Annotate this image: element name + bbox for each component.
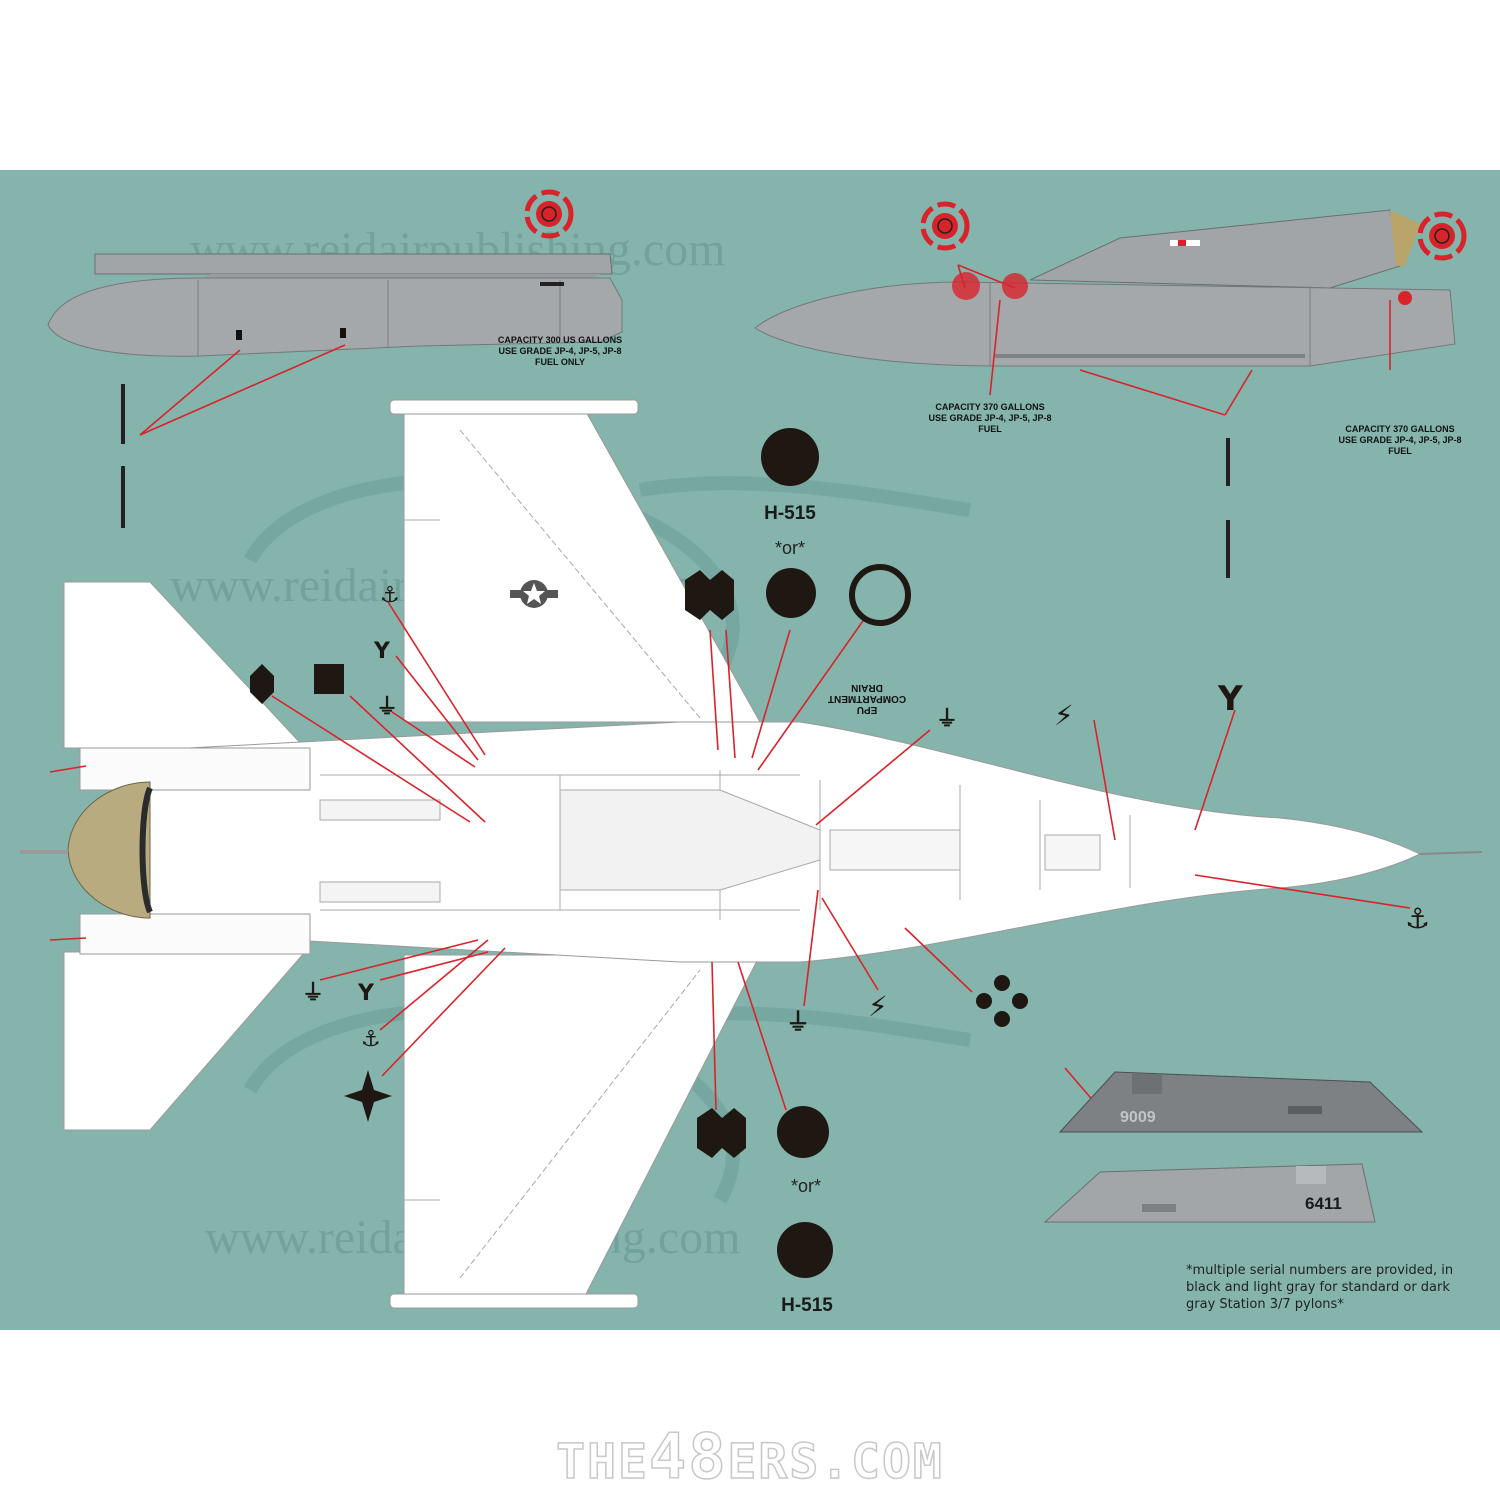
right-fuel-tank [754, 201, 1467, 367]
svg-text:⏚: ⏚ [936, 707, 958, 732]
serial-h515-top: H-515 [764, 503, 816, 524]
serial-number-note: *multiple serial numbers are provided, i… [1186, 1263, 1454, 1312]
svg-text:⏚: ⏚ [376, 695, 398, 720]
decal-small-symbols: ⚓ Y ⏚ ⏚ Y ⚓ ⏚ ⚡ Y ⚓ ⏚ ⚡ [302, 583, 1430, 1052]
left-fuel-tank [47, 189, 623, 357]
exhaust-nozzle [20, 781, 153, 919]
svg-text:⚓: ⚓ [361, 1027, 381, 1052]
pitot-probe [1419, 851, 1483, 855]
footer-suffix: ERS.COM [727, 1433, 944, 1491]
roundel-left-tank [524, 189, 574, 239]
pylon-light-gray [1043, 1163, 1376, 1223]
left-tank-capacity-stencil: CAPACITY 300 US GALLONS USE GRADE JP-4, … [490, 335, 630, 368]
pylon-serial-6411: 6411 [1305, 1194, 1342, 1213]
svg-text:⚡: ⚡ [868, 990, 888, 1023]
serial-h515-bottom: H-515 [781, 1295, 833, 1316]
svg-text:⚓: ⚓ [1405, 902, 1430, 935]
svg-text:Y: Y [357, 981, 375, 1006]
pylon-dark-gray [1058, 1071, 1424, 1133]
star-insignia-icon [510, 580, 558, 608]
epu-line-3: DRAIN [851, 682, 883, 693]
leader-lines [49, 264, 1411, 1133]
footer-number: 48 [648, 1419, 728, 1494]
decal-hollow-ring [849, 564, 911, 626]
pylon-serial-6006: 6006 [1120, 1107, 1156, 1124]
roundel-right-tank-a [920, 201, 970, 251]
capacity-line-1: CAPACITY 300 US GALLONS [497, 335, 623, 345]
right-tank-capacity-stencil-a: CAPACITY 370 GALLONS USE GRADE JP-4, JP-… [915, 402, 1065, 435]
decal-artwork: ⚓ Y ⏚ ⏚ Y ⚓ ⏚ ⚡ Y ⚓ ⏚ ⚡ [20, 189, 1483, 1309]
svg-text:⏚: ⏚ [786, 1008, 810, 1036]
aircraft-panel-lines [319, 429, 1131, 1279]
decal-black-shapes [250, 570, 746, 1158]
capacity-line-1: CAPACITY 370 GALLONS [1345, 424, 1455, 434]
roundel-right-tank-b [1417, 211, 1467, 261]
capacity-line-2: USE GRADE JP-4, JP-5, JP-8 [498, 346, 622, 356]
capacity-line-3: FUEL ONLY [534, 357, 585, 367]
svg-text:Y: Y [1217, 679, 1243, 719]
capacity-line-1: CAPACITY 370 GALLONS [935, 402, 1045, 412]
svg-text:⚡: ⚡ [1054, 699, 1074, 732]
tank-stencil-bars [121, 384, 1230, 578]
svg-text:⚓: ⚓ [380, 583, 400, 608]
or-separator-top: *or* [774, 538, 805, 558]
decal-sheet: www.reidairpublishing.com www.reidairpub… [0, 170, 1500, 1330]
or-separator-bottom: *or* [790, 1176, 821, 1196]
epu-line-1: EPU [856, 704, 878, 715]
svg-text:⏚: ⏚ [302, 981, 324, 1006]
capacity-line-2: USE GRADE JP-4, JP-5, JP-8 [1338, 435, 1462, 445]
capacity-line-3: FUEL [978, 424, 1002, 434]
svg-text:Y: Y [373, 639, 391, 664]
decal-black-circles [761, 428, 1028, 1278]
capacity-line-3: FUEL [1388, 446, 1412, 456]
footer-brand: THE48ERS.COM [0, 1419, 1500, 1494]
capacity-line-2: USE GRADE JP-4, JP-5, JP-8 [928, 413, 1052, 423]
footer-prefix: THE [555, 1433, 649, 1491]
epu-line-2: COMPARTMENT [827, 693, 907, 704]
epu-drain-stencil: EPU COMPARTMENT DRAIN [812, 682, 922, 715]
right-tank-capacity-stencil-b: CAPACITY 370 GALLONS USE GRADE JP-4, JP-… [1325, 424, 1475, 457]
